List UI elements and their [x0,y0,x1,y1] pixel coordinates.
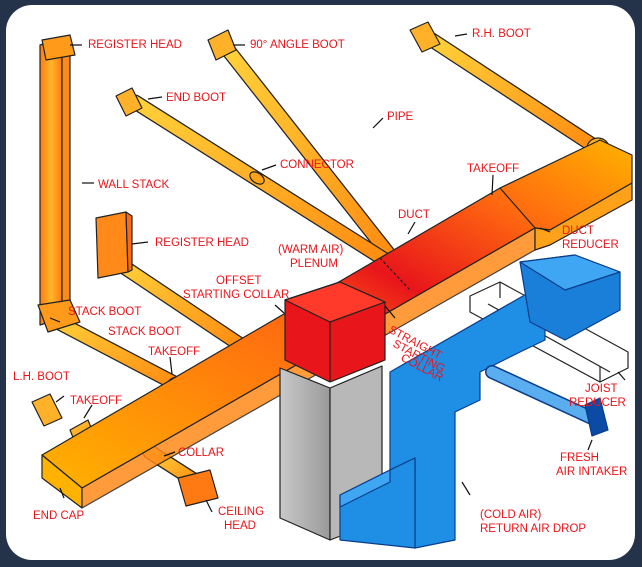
label-warm-air-1: (WARM AIR) [278,244,344,256]
label-warm-air-2: PLENUM [290,258,338,270]
label-duct-reducer-2: REDUCER [562,239,619,251]
label-duct: DUCT [398,209,430,221]
label-takeoff-mid: TAKEOFF [148,346,200,358]
label-end-cap: END CAP [33,510,84,522]
diagram-panel: REGISTER HEAD 90° ANGLE BOOT R.H. BOOT E… [6,5,635,560]
cold-air-return [339,254,621,549]
wall-stack [37,34,81,333]
warm-air-plenum [279,281,386,541]
label-connector: CONNECTOR [280,159,354,171]
label-ceiling-1: CEILING [218,506,264,518]
label-lh-boot: L.H. BOOT [13,371,70,383]
label-register-head-top: REGISTER HEAD [88,39,182,51]
label-rh-boot: R.H. BOOT [472,28,531,40]
ductwork [31,21,633,549]
label-wall-stack: WALL STACK [98,179,169,191]
label-stack-boot-1: STACK BOOT [68,306,141,318]
label-takeoff-right: TAKEOFF [467,163,519,175]
label-offset-1: OFFSET [216,275,261,287]
label-joist-2: REDUCER [569,397,626,409]
label-end-boot: END BOOT [166,92,226,104]
label-fresh-2: AIR INTAKER [556,466,627,478]
leader-lines [49,33,626,513]
label-ceiling-2: HEAD [224,520,256,532]
label-takeoff-left: TAKEOFF [70,395,122,407]
label-cold-2: RETURN AIR DROP [480,523,586,535]
label-register-head-mid: REGISTER HEAD [155,237,249,249]
label-offset-2: STARTING COLLAR [183,289,289,301]
label-fresh-1: FRESH [560,452,599,464]
label-joist-1: JOIST [585,383,618,395]
label-duct-reducer-1: DUCT [562,225,594,237]
boots [31,21,441,507]
label-stack-boot-2: STACK BOOT [108,326,181,338]
label-pipe: PIPE [387,111,414,123]
label-collar: COLLAR [178,447,224,459]
label-cold-1: (COLD AIR) [480,509,542,521]
hvac-diagram: REGISTER HEAD 90° ANGLE BOOT R.H. BOOT E… [13,21,633,549]
label-angle-boot: 90° ANGLE BOOT [250,39,345,51]
